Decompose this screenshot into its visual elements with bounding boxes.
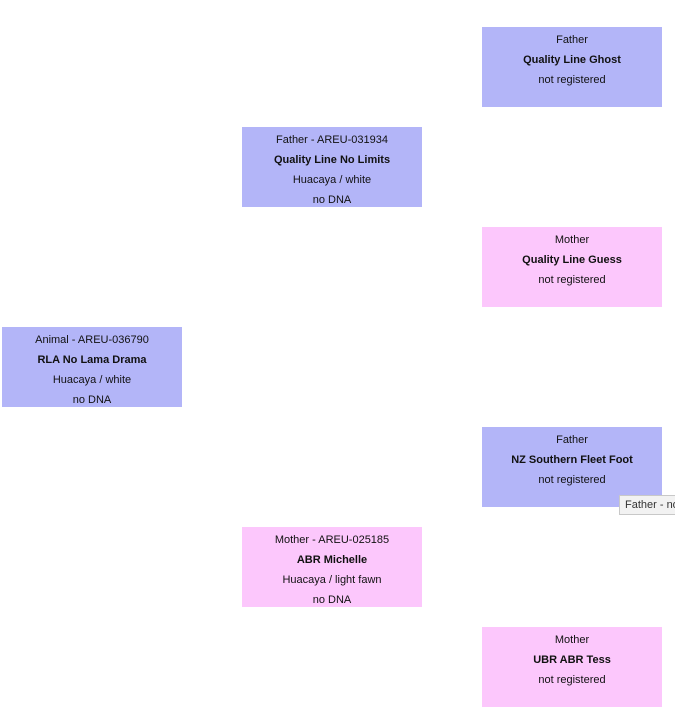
node-name: Quality Line Ghost bbox=[523, 54, 621, 66]
father-node[interactable]: Father - AREU-031934 Quality Line No Lim… bbox=[242, 127, 422, 207]
node-dna: no DNA bbox=[72, 394, 112, 406]
node-name: RLA No Lama Drama bbox=[37, 354, 147, 366]
node-header: Father - AREU-031934 bbox=[276, 134, 388, 146]
node-name: Quality Line No Limits bbox=[273, 154, 391, 166]
node-header: Father bbox=[556, 34, 588, 46]
maternal-grandmother-node[interactable]: Mother UBR ABR Tess not registered bbox=[482, 627, 662, 707]
node-name: UBR ABR Tess bbox=[533, 654, 611, 666]
node-header: Mother - AREU-025185 bbox=[274, 534, 390, 546]
node-status: not registered bbox=[538, 74, 606, 86]
node-name: Quality Line Guess bbox=[522, 254, 622, 266]
node-header: Father bbox=[556, 434, 588, 446]
paternal-grandmother-node[interactable]: Mother Quality Line Guess not registered bbox=[482, 227, 662, 307]
node-breed: Huacaya / white bbox=[292, 174, 372, 186]
node-name: ABR Michelle bbox=[296, 554, 368, 566]
node-status: not registered bbox=[538, 674, 606, 686]
node-status: not registered bbox=[538, 274, 606, 286]
node-breed: Huacaya / white bbox=[52, 374, 132, 386]
node-name: NZ Southern Fleet Foot bbox=[511, 454, 633, 466]
node-status: not registered bbox=[538, 474, 606, 486]
mother-node[interactable]: Mother - AREU-025185 ABR Michelle Huacay… bbox=[242, 527, 422, 607]
animal-node[interactable]: Animal - AREU-036790 RLA No Lama Drama H… bbox=[2, 327, 182, 407]
node-header: Animal - AREU-036790 bbox=[35, 334, 149, 346]
maternal-grandfather-node[interactable]: Father NZ Southern Fleet Foot not regist… bbox=[482, 427, 662, 507]
node-breed: Huacaya / light fawn bbox=[282, 574, 382, 586]
node-dna: no DNA bbox=[312, 194, 352, 206]
node-header: Mother bbox=[554, 634, 590, 646]
node-dna: no DNA bbox=[312, 594, 352, 606]
node-header: Mother bbox=[554, 234, 590, 246]
hover-tooltip: Father - not registered bbox=[619, 495, 675, 515]
paternal-grandfather-node[interactable]: Father Quality Line Ghost not registered bbox=[482, 27, 662, 107]
